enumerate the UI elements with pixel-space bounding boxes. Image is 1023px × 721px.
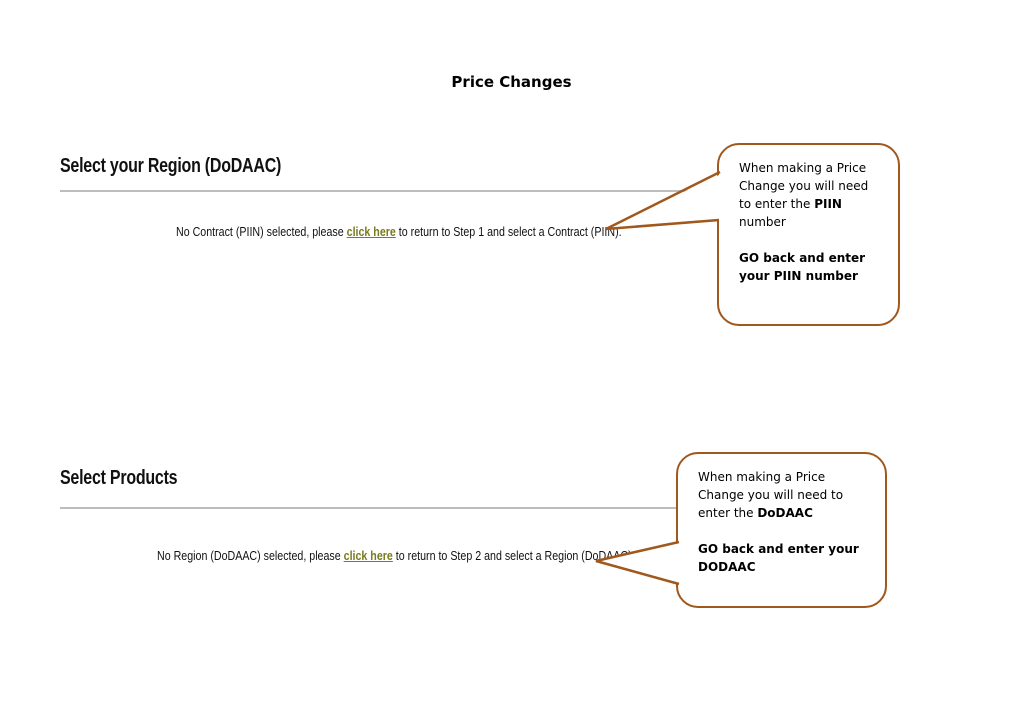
callout-pointer-piin — [605, 170, 721, 231]
callout-instruction: When making a Price Change you will need… — [739, 161, 869, 229]
callout-action: GO back and enter your DODAAC — [698, 542, 859, 574]
message-text: to return to Step 1 and select a Contrac… — [395, 224, 622, 239]
callout-pointer-dodaac — [595, 540, 680, 586]
section-heading-region: Select your Region (DoDAAC) — [60, 155, 282, 177]
message-text: to return to Step 2 and select a Region … — [392, 548, 635, 563]
section-divider — [60, 190, 720, 192]
callout-dodaac: When making a Price Change you will need… — [676, 452, 887, 608]
message-text: No Contract (PIIN) selected, please — [176, 224, 347, 239]
section-divider — [60, 507, 678, 509]
callout-piin: When making a Price Change you will need… — [717, 143, 900, 326]
no-contract-message: No Contract (PIIN) selected, please clic… — [176, 224, 622, 239]
click-here-link-step-2[interactable]: click here — [343, 548, 393, 563]
message-text: No Region (DoDAAC) selected, please — [157, 548, 344, 563]
no-region-message: No Region (DoDAAC) selected, please clic… — [157, 548, 635, 563]
page-title: Price Changes — [451, 73, 572, 91]
click-here-link-step-1[interactable]: click here — [346, 224, 396, 239]
section-heading-products: Select Products — [60, 467, 178, 489]
callout-action: GO back and enter your PIIN number — [739, 251, 866, 283]
callout-pointer-fill — [598, 543, 680, 583]
callout-instruction: When making a Price Change you will need… — [698, 470, 844, 520]
